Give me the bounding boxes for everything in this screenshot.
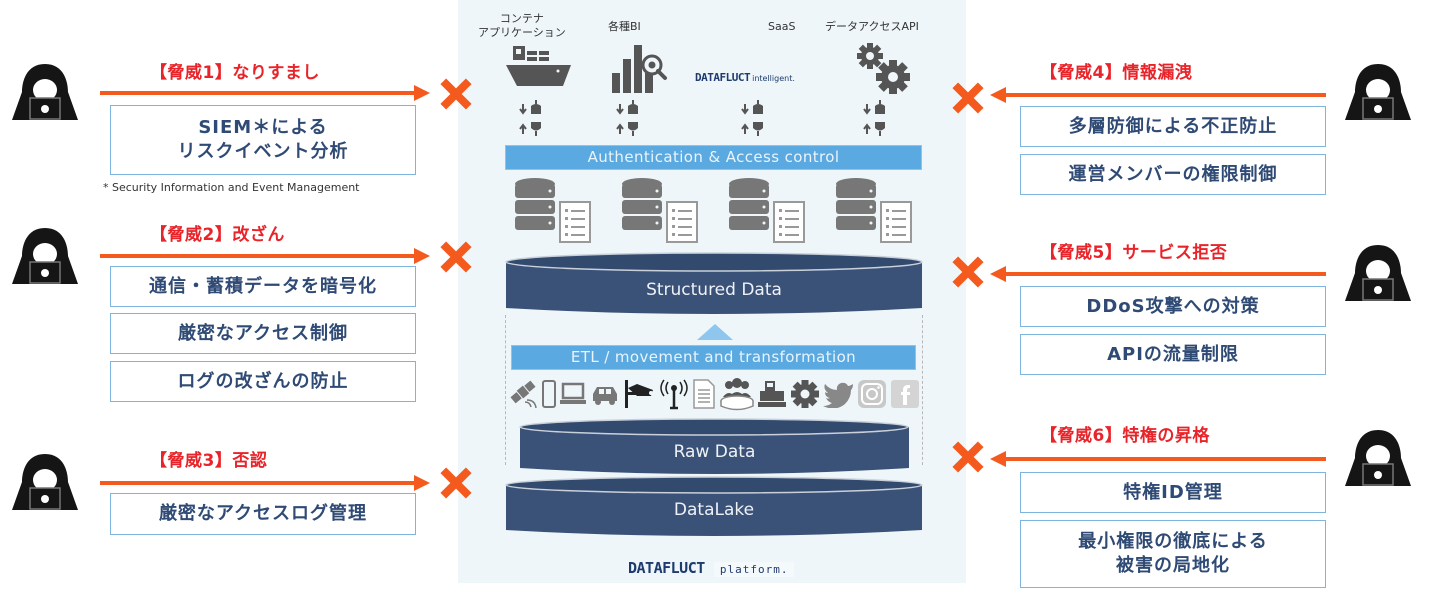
datalake-label: DataLake [673,500,755,520]
threat-3-measure: 厳密なアクセスログ管理 [110,493,416,535]
structured-data-label: Structured Data [646,280,782,300]
threat-5-measure-2: APIの流量制限 [1020,334,1326,375]
satellite-icon [510,380,537,409]
cash-register-icon [758,381,787,407]
brand-wordmark: DATAFLUCT [628,559,705,577]
gears-icon [857,43,910,94]
threat-4-measure-2: 運営メンバーの権限制御 [1020,154,1326,195]
hacker-icon [1345,245,1411,301]
authentication-access-control-bar: Authentication & Access control [505,145,922,170]
dashed-guide-left [505,315,506,465]
dataflukt-platform-logo: DATAFLUCT platform. [628,558,795,577]
database-icon [729,178,805,243]
threat-2-arrow [100,254,418,258]
threat-6-arrow [1004,457,1326,461]
container-ship-icon [506,46,571,86]
arrow-head-icon [990,266,1006,282]
arrow-head-icon [414,475,430,491]
plug-connector-icon [863,100,885,136]
threat-2-measure-3: ログの改ざんの防止 [110,361,416,402]
car-icon [592,387,617,405]
threat-2-title: 【脅威2】改ざん [150,225,285,245]
etl-bar: ETL / movement and transformation [511,345,916,370]
blocked-x-icon [440,241,472,273]
service-label-bi: 各種BI [608,20,641,33]
threat-6-measure-1: 特権ID管理 [1020,472,1326,513]
threat-6-title: 【脅威6】特権の昇格 [1040,426,1210,446]
threat-4-arrow [1004,93,1326,97]
plug-connector-icon [616,100,638,136]
antenna-icon [660,379,689,410]
disk-shape [519,418,909,474]
blocked-x-icon [440,467,472,499]
saas-logo-wordmark: DATAFLUCT [695,71,751,84]
bar-chart-search-icon [612,45,667,93]
arrow-head-icon [990,451,1006,467]
blocked-x-icon [440,78,472,110]
disk-shape [505,476,923,536]
threat-3-arrow [100,481,418,485]
threat-5-measure-1: DDoS攻撃への対策 [1020,286,1326,327]
hacker-icon [1345,64,1411,120]
hacker-icon [12,228,78,284]
threat-1-title: 【脅威1】なりすまし [150,63,320,83]
threat-3-title: 【脅威3】否認 [150,451,268,471]
disk-shape [505,252,923,314]
database-icon [515,178,591,243]
document-icon [693,379,715,409]
blocked-x-icon [952,82,984,114]
raw-data-disk: Raw Data [519,418,910,478]
threat-5-arrow [1004,272,1326,276]
service-label-container: コンテナ アプリケーション [478,12,566,39]
raw-data-label: Raw Data [673,442,756,462]
threat-1-measure: SIEM＊による リスクイベント分析 [110,105,416,175]
plug-connector-icon [741,100,763,136]
plug-connector-icon [519,100,541,136]
arrow-head-icon [414,248,430,264]
brand-suffix: platform. [713,562,795,577]
gear-icon [790,380,819,408]
laptop-icon [560,382,587,404]
threat-4-title: 【脅威4】情報漏洩 [1040,63,1193,83]
hacker-icon [12,454,78,510]
service-label-api: データアクセスAPI [825,20,919,33]
structured-data-disk: Structured Data [505,252,923,318]
database-icon [836,178,912,243]
dashed-guide-right [922,315,923,465]
arrow-head-icon [990,87,1006,103]
facebook-icon [890,380,919,408]
hacker-icon [1345,430,1411,486]
saas-logo-suffix: intelligent. [752,74,795,83]
data-source-icons [508,376,920,412]
threat-2-measure-2: 厳密なアクセス制御 [110,313,416,354]
threat-5-title: 【脅威5】サービス拒否 [1040,243,1228,263]
instagram-icon [858,380,887,408]
database-icon [622,178,698,243]
arrow-head-icon [414,85,430,101]
siem-footnote: * Security Information and Event Managem… [103,181,360,194]
datalake-disk: DataLake [505,476,923,540]
blocked-x-icon [952,441,984,473]
upward-flow-arrow [697,324,733,340]
blocked-x-icon [952,256,984,288]
threat-1-arrow [100,91,418,95]
threat-4-measure-1: 多層防御による不正防止 [1020,106,1326,147]
hacker-icon [12,64,78,120]
threat-2-measure-1: 通信・蓄積データを暗号化 [110,266,416,307]
camera-icon [624,380,653,408]
service-label-saas: SaaS [768,20,796,33]
threat-6-measure-2: 最小権限の徹底による 被害の局地化 [1020,520,1326,588]
smartphone-icon [541,380,556,408]
twitter-icon [822,382,853,408]
people-icon [719,378,754,411]
